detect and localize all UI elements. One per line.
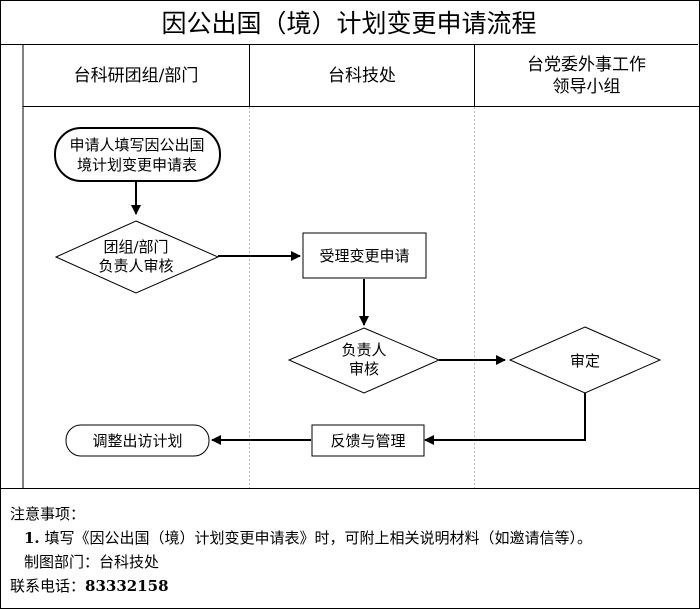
notes-item-1-text: 填写《因公出国（境）计划变更申请表》时，可附上相关说明材料（如邀请信等）。	[44, 529, 592, 547]
notes-contact-phone-value: 83332158	[85, 577, 169, 595]
node-dept-review-text-line1: 团组/部门	[103, 238, 168, 256]
connector-approve-to-feedback	[424, 393, 586, 445]
lane-header-tech-office: 台科技处	[328, 65, 396, 86]
node-end-text: 调整出访计划	[92, 432, 182, 450]
node-resp-review-text-line1: 负责人	[341, 341, 386, 359]
notes-item-1: 1. 填写《因公出国（境）计划变更申请表》时，可附上相关说明材料（如邀请信等）。	[10, 526, 592, 550]
node-dept-review-decision	[54, 220, 220, 294]
notes-section: 注意事项： 1. 填写《因公出国（境）计划变更申请表》时，可附上相关说明材料（如…	[10, 502, 592, 598]
page-title: 因公出国（境）计划变更申请流程	[0, 0, 698, 45]
notes-drafting-dept-value: 台科技处	[99, 553, 160, 571]
node-start-terminator	[54, 127, 221, 182]
node-start-text-line1: 申请人填写因公出国	[69, 136, 204, 154]
node-feedback-text: 反馈与管理	[330, 432, 405, 450]
lane-header-research-team: 台科研团组/部门	[73, 65, 199, 86]
lane-header-foreign-affairs-group: 台党委外事工作 领导小组	[527, 54, 646, 97]
node-dept-review-text-line2: 负责人审核	[98, 257, 173, 275]
node-start-text-line2: 境计划变更申请表	[77, 156, 197, 174]
node-approve-text: 审定	[570, 352, 600, 370]
node-resp-review-decision	[287, 327, 441, 394]
node-feedback-process	[311, 424, 425, 457]
notes-drafting-dept-label: 制图部门：	[24, 553, 100, 571]
notes-item-1-number: 1.	[24, 529, 40, 547]
node-resp-review-text-line2: 审核	[349, 360, 379, 378]
node-approve-decision	[508, 326, 662, 394]
node-accept-process	[302, 232, 427, 279]
notes-drafting-dept: 制图部门：台科技处	[10, 550, 592, 574]
notes-contact-phone: 联系电话：83332158	[10, 574, 592, 598]
node-accept-text: 受理变更申请	[319, 247, 409, 265]
node-end-terminator	[65, 424, 210, 457]
notes-contact-phone-label: 联系电话：	[10, 577, 86, 595]
notes-heading: 注意事项：	[10, 505, 86, 523]
